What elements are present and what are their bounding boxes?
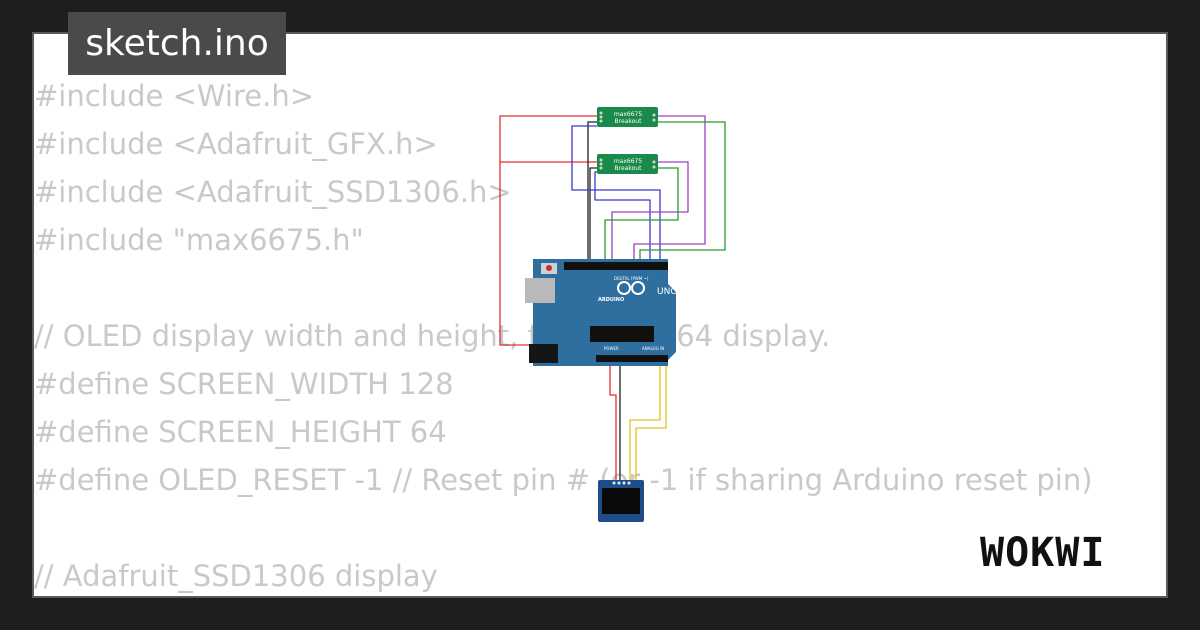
arduino-infinity-logo xyxy=(617,281,645,295)
oled-screen xyxy=(602,488,640,514)
power-label: POWER xyxy=(604,346,619,351)
wire-yellow-oled-1 xyxy=(629,362,661,480)
code-line: // Adafruit_SSD1306 display xyxy=(34,559,438,593)
code-line: #define SCREEN_HEIGHT 64 xyxy=(34,415,447,449)
wokwi-logo-text: WOKWI xyxy=(980,530,1105,576)
usb-port xyxy=(525,278,555,303)
code-line: #include "max6675.h" xyxy=(34,223,364,257)
arduino-uno-board[interactable]: DIGITAL (PWM ~) UNO ARDUINO POWER ANALOG… xyxy=(525,259,677,366)
arduino-model-label: UNO xyxy=(657,287,677,297)
sensor-1-label-line2: Breakout xyxy=(615,118,643,125)
wire-blue-1 xyxy=(571,125,661,268)
atmega-chip xyxy=(590,326,654,342)
code-preview: #include <Wire.h> #include <Adafruit_GFX.… xyxy=(34,72,1093,600)
reset-button-cap xyxy=(546,265,552,271)
wire-red-vcc-1 xyxy=(499,115,597,346)
file-tab[interactable]: sketch.ino xyxy=(68,12,286,75)
wire-purple-2 xyxy=(611,161,689,268)
sensor-2-label-line2: Breakout xyxy=(615,165,643,172)
sensor-2-label-line1: max6675 xyxy=(614,158,643,165)
digital-header xyxy=(564,262,668,270)
wire-red-oled xyxy=(609,362,617,480)
code-line: #define SCREEN_WIDTH 128 xyxy=(34,367,454,401)
ssd1306-oled-display[interactable] xyxy=(598,480,644,522)
power-jack xyxy=(529,344,558,363)
code-line: #include <Adafruit_GFX.h> xyxy=(34,127,438,161)
analog-label: ANALOG IN xyxy=(642,346,664,351)
digital-pin-label: DIGITAL (PWM ~) xyxy=(614,276,649,281)
wokwi-logo: WOKWI xyxy=(980,530,1105,576)
power-analog-header xyxy=(596,355,668,362)
max6675-breakout-1[interactable]: max6675 Breakout xyxy=(597,107,658,127)
wire-purple-1 xyxy=(633,115,706,268)
wire-black-gnd xyxy=(587,121,597,268)
wire-green-1 xyxy=(639,121,726,268)
arduino-maker-label: ARDUINO xyxy=(598,297,624,303)
code-line: #include <Wire.h> xyxy=(34,79,315,113)
wire-black-gnd-2 xyxy=(589,167,597,268)
wire-yellow-oled-2 xyxy=(635,362,667,480)
code-line: #include <Adafruit_SSD1306.h> xyxy=(34,175,512,209)
wire-blue-2 xyxy=(594,171,651,268)
max6675-breakout-2[interactable]: max6675 Breakout xyxy=(597,154,658,174)
wire-green-2 xyxy=(604,167,679,268)
sensor-1-label-line1: max6675 xyxy=(614,111,643,118)
